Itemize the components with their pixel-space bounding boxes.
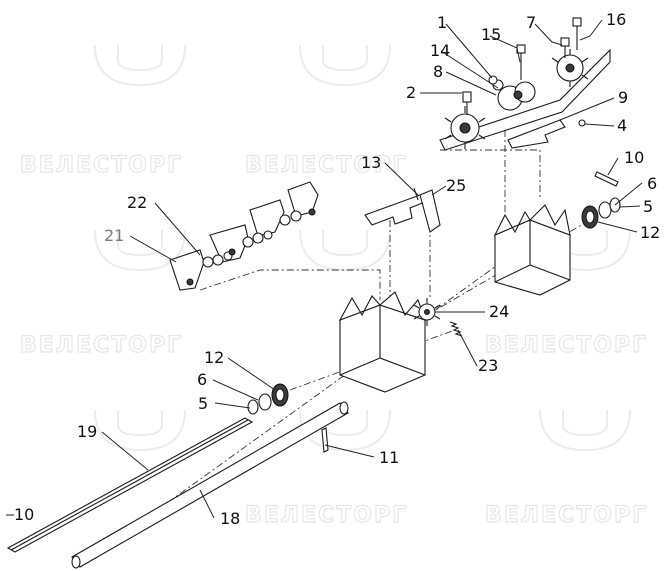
callout-label: 6 <box>197 370 207 389</box>
sprocket-left <box>444 106 486 149</box>
shaft-round <box>71 401 349 569</box>
shaft-hex <box>6 417 254 553</box>
watermark-text: ВЕЛЕСТОРГ <box>485 333 648 358</box>
bearing-set-right <box>581 197 621 229</box>
callout-label: 18 <box>220 509 240 528</box>
callout-label: 22 <box>127 193 147 212</box>
callout-label: 14 <box>430 41 450 60</box>
housing-block-middle <box>338 291 426 393</box>
callout-label: 1 <box>437 13 447 32</box>
watermark-text: ВЕЛЕСТОРГ <box>20 333 183 358</box>
callout-label: 4 <box>617 116 627 135</box>
callout-label: 23 <box>478 356 498 375</box>
callout-label: 11 <box>379 448 399 467</box>
top-cam-assembly <box>439 17 611 151</box>
callout-labels: 1 2 4 5 5 6 6 7 8 9 10 10 11 12 12 13 14… <box>14 10 660 528</box>
bolt <box>516 44 526 80</box>
callout-label: 15 <box>481 25 501 44</box>
callout-label: 7 <box>526 13 536 32</box>
bearing-set-left <box>247 383 289 415</box>
bracket <box>364 187 441 233</box>
assembly-lines <box>94 130 591 556</box>
callout-label: 10 <box>14 505 34 524</box>
bolt <box>572 17 582 50</box>
callout-label: 12 <box>204 348 224 367</box>
callout-label: 5 <box>198 394 208 413</box>
callout-label: 2 <box>406 83 416 102</box>
bolt <box>462 91 472 115</box>
leader-lines <box>6 19 643 519</box>
watermark-text: ВЕЛЕСТОРГ <box>20 153 183 178</box>
watermark-text: ВЕЛЕСТОРГ <box>245 503 408 528</box>
callout-label: 9 <box>618 88 628 107</box>
watermark-text: ВЕЛЕСТОРГ <box>485 503 648 528</box>
callout-label: 24 <box>489 302 509 321</box>
cam-follower-row <box>169 181 319 291</box>
sprocket-right <box>551 49 589 87</box>
callout-label: 10 <box>624 148 644 167</box>
housing-block-right <box>493 204 571 296</box>
washer <box>578 119 586 127</box>
callout-label: 6 <box>647 174 657 193</box>
callout-label: 25 <box>446 176 466 195</box>
callout-label: 16 <box>606 10 626 29</box>
pin <box>594 171 619 187</box>
callout-label: 21 <box>104 226 124 245</box>
callout-label: 5 <box>643 197 653 216</box>
callout-label: 19 <box>77 422 97 441</box>
star-knob <box>413 298 441 326</box>
sprocket-middle <box>497 81 536 111</box>
bolt <box>560 37 570 58</box>
callout-label: 12 <box>640 223 660 242</box>
pin <box>321 427 329 453</box>
callout-label: 13 <box>361 153 381 172</box>
watermark-text: ВЕЛЕСТОРГ <box>245 153 408 178</box>
callout-label: 8 <box>433 62 443 81</box>
